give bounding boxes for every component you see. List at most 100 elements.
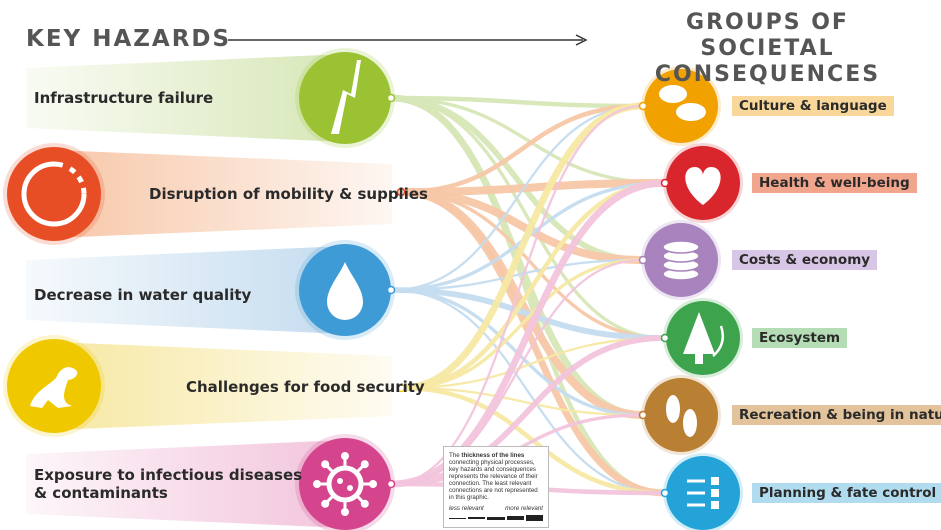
connection-line [399,386,645,417]
virus-spike-tip [313,480,321,488]
virus-spike-tip [369,480,377,488]
coin-stack-icon [662,240,700,281]
legend-text-bold: thickness of the lines [461,452,525,459]
line-thickness-legend: The thickness of the lines connecting ph… [443,446,549,528]
connection-line [389,288,667,495]
virus-body [326,465,364,503]
hazard-label-infectious: Exposure to infectious diseases & contam… [34,466,302,502]
connection-line [389,96,667,185]
connection-line [399,336,667,390]
hazard-port [396,187,406,197]
virus-spike-tip [321,499,330,508]
list-box [711,501,719,509]
arrow-head [575,34,588,46]
connection-line [397,188,647,264]
heart-shape [685,167,721,205]
hazard-band-0 [26,54,345,142]
hazard-label-infrastructure: Infrastructure failure [34,89,214,107]
consequence-label-health: Health & well-being [752,173,917,193]
consequence-port [660,488,670,498]
consequence-label-recreation: Recreation & being in nature [732,405,941,425]
tree-shape [683,312,715,364]
drop-shape [327,262,363,320]
virus-spike-tip [360,499,369,508]
hazard-port [396,383,406,393]
connection-line [389,258,645,486]
virus-icon [313,452,377,516]
legend-text-pre: The [449,452,460,459]
virus-dot [337,478,343,484]
legend-text-post: connecting physical processes, key hazar… [449,459,538,501]
consequences-title: GROUPS OF SOCIETAL CONSEQUENCES [600,10,935,88]
hazard-circle [299,438,391,530]
crack-shape [331,60,361,134]
hazard-node-2 [295,240,396,340]
interrupted-circle-icon [21,161,87,227]
hazard-node-0 [295,48,396,148]
connection-line [388,95,646,109]
tree-icon [683,312,724,364]
hazard-port [386,285,396,295]
consequence-node-2 [638,220,721,300]
footprints-icon [666,395,697,437]
hazard-node-1 [3,143,406,245]
virus-spike-tip [360,460,369,469]
virus-spike-tip [341,508,349,516]
list-box [711,489,719,497]
seal-shape [30,367,78,408]
connection-line [387,179,669,488]
hazard-band-3 [54,342,392,430]
ring-shape [21,161,87,227]
consequence-label-costs: Costs & economy [732,250,878,270]
consequence-circle [644,378,718,452]
heart-icon [685,167,721,205]
hazard-label-food: Challenges for food security [186,378,425,396]
legend-scale-labels: less relevant more relevant [449,505,543,512]
consequence-node-1 [660,143,743,223]
hazard-band-4 [26,440,345,528]
legend-less-label: less relevant [449,505,484,512]
legend-bar-5 [525,515,544,521]
connection-line [388,335,668,487]
virus-dot [347,485,353,491]
bubble-1 [659,85,687,103]
hazard-band-2 [26,246,345,334]
hazard-label-water: Decrease in water quality [34,286,252,304]
growth-arrow [712,325,724,357]
consequence-node-3 [660,298,743,378]
consequences-title-line1: GROUPS OF [686,10,849,35]
hazard-port [386,479,396,489]
legend-bar-2 [468,517,486,519]
legend-more-label: more relevant [505,505,543,512]
hazard-node-3 [3,335,406,437]
consequence-port [638,101,648,111]
speech-bubbles-icon [659,85,706,121]
consequence-label-ecosystem: Ecosystem [752,328,848,348]
seal-icon [30,367,78,408]
broken-road-icon [331,60,361,134]
key-hazards-title: KEY HAZARDS [26,26,232,52]
consequence-port [660,178,670,188]
consequences-title-line2: SOCIETAL CONSEQUENCES [654,36,881,87]
coin [662,240,700,254]
hazard-node-4 [295,434,396,530]
foot-left [666,395,680,423]
list-box [711,477,719,485]
hazard-band-1 [54,150,392,238]
connection-line [389,258,645,292]
connection-line [389,104,645,292]
connection-line [399,258,645,390]
hazard-circle [7,147,101,241]
legend-bar-4 [506,516,524,520]
consequence-port [638,255,648,265]
connection-line [399,190,667,340]
connection-line [397,102,647,392]
legend-bar-1 [449,517,467,519]
consequence-node-4 [638,375,721,455]
virus-spike-tip [341,452,349,460]
foot-right [683,409,697,437]
virus-spike-tip [321,460,330,469]
consequence-port [638,410,648,420]
consequence-port [660,333,670,343]
